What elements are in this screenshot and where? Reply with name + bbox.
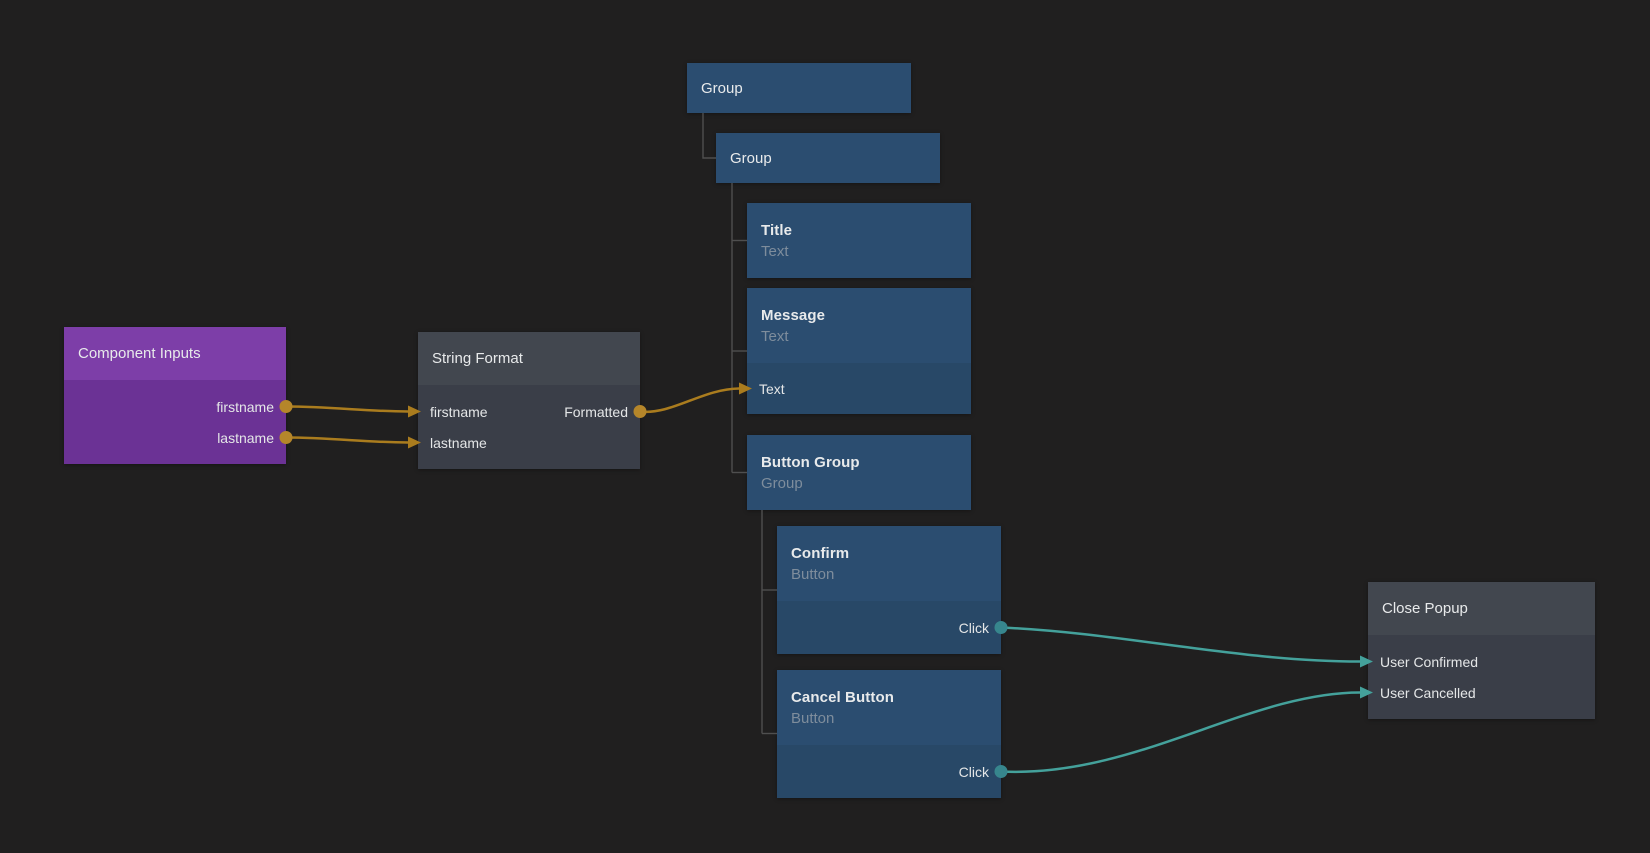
node-title: String Format — [432, 350, 523, 367]
node-type-label: Button — [791, 565, 835, 583]
port-label-click: Click — [958, 763, 989, 780]
node-header[interactable]: Button Group Group — [747, 435, 971, 510]
wire-path-confirm-click[interactable] — [1000, 626, 1361, 663]
node-type-label: Group — [761, 474, 803, 492]
node-title: Title — [761, 221, 793, 239]
node-port-section: Click — [777, 601, 1001, 654]
node-header[interactable]: String Format — [418, 332, 640, 385]
port-row-output-click[interactable]: Click — [777, 612, 1001, 643]
port-label-click: Click — [958, 619, 989, 636]
node-type-label: Button — [791, 709, 835, 727]
node-group-inner[interactable]: Group — [716, 133, 940, 183]
node-title: Cancel Button — [791, 688, 894, 706]
port-label-lastname: lastname — [430, 434, 487, 451]
node-confirm-button[interactable]: Confirm Button Click — [777, 526, 1001, 654]
port-row-output-firstname[interactable]: firstname — [64, 391, 286, 422]
port-row-input-user-cancelled[interactable]: User Cancelled — [1368, 677, 1595, 708]
node-button-group[interactable]: Button Group Group — [747, 435, 971, 510]
node-string-format[interactable]: String Format firstname Formatted lastna… — [418, 332, 640, 469]
tree-line-group-to-group — [702, 113, 716, 159]
wire-firstname[interactable] — [285, 405, 421, 418]
port-row-firstname-formatted[interactable]: firstname Formatted — [418, 396, 640, 427]
node-title: Close Popup — [1382, 600, 1468, 617]
wire-confirm-click-to-user-confirmed[interactable] — [1000, 626, 1373, 668]
node-group-outer[interactable]: Group — [687, 63, 911, 113]
node-header[interactable]: Cancel Button Button — [777, 670, 1001, 745]
node-header[interactable]: Message Text — [747, 288, 971, 363]
node-header[interactable]: Group — [687, 63, 911, 113]
port-row-input-lastname[interactable]: lastname — [418, 427, 640, 458]
node-port-section: Text — [747, 363, 971, 414]
node-cancel-button[interactable]: Cancel Button Button Click — [777, 670, 1001, 798]
node-type-label: Text — [761, 327, 789, 345]
port-row-input-user-confirmed[interactable]: User Confirmed — [1368, 646, 1595, 677]
port-row-output-click[interactable]: Click — [777, 756, 1001, 787]
node-header[interactable]: Title Text — [747, 203, 971, 278]
port-label-firstname: firstname — [430, 403, 488, 420]
node-type-label: Text — [761, 242, 789, 260]
node-component-inputs[interactable]: Component Inputs firstname lastname — [64, 327, 286, 464]
node-close-popup[interactable]: Close Popup User Confirmed User Cancelle… — [1368, 582, 1595, 719]
node-port-section: firstname Formatted lastname — [418, 385, 640, 469]
node-title: Group — [701, 79, 743, 97]
node-title: Group — [730, 149, 772, 167]
wire-cancel-click-to-user-cancelled[interactable] — [1000, 686, 1373, 774]
wire-lastname[interactable] — [285, 436, 421, 449]
port-label-user-confirmed: User Confirmed — [1380, 653, 1479, 670]
node-header[interactable]: Group — [716, 133, 940, 183]
node-title-text[interactable]: Title Text — [747, 203, 971, 278]
wire-path-formatted[interactable] — [639, 387, 740, 414]
node-port-section: User Confirmed User Cancelled — [1368, 635, 1595, 719]
node-title: Button Group — [761, 453, 860, 471]
node-title: Confirm — [791, 544, 850, 562]
wire-path-cancel-click[interactable] — [1000, 691, 1361, 774]
node-header[interactable]: Close Popup — [1368, 582, 1595, 635]
port-label-formatted: Formatted — [564, 403, 628, 420]
node-title: Component Inputs — [78, 345, 201, 362]
port-row-output-lastname[interactable]: lastname — [64, 422, 286, 453]
wire-path-firstname[interactable] — [285, 405, 409, 413]
node-port-section: Click — [777, 745, 1001, 798]
port-row-input-text[interactable]: Text — [747, 373, 971, 404]
node-port-section: firstname lastname — [64, 380, 286, 464]
wire-formatted-to-message-text[interactable] — [639, 382, 752, 414]
port-label-text: Text — [759, 380, 785, 397]
node-header[interactable]: Confirm Button — [777, 526, 1001, 601]
node-header[interactable]: Component Inputs — [64, 327, 286, 380]
node-title: Message — [761, 306, 826, 324]
port-label-lastname: lastname — [217, 429, 274, 446]
port-label-user-cancelled: User Cancelled — [1380, 684, 1476, 701]
port-label-firstname: firstname — [216, 398, 274, 415]
wire-path-lastname[interactable] — [285, 436, 409, 444]
node-message-text[interactable]: Message Text Text — [747, 288, 971, 414]
